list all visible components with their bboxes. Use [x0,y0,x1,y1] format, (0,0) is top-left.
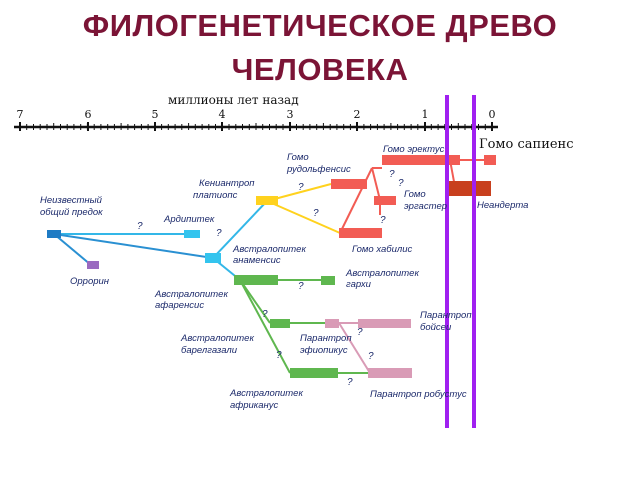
question-mark: ? [380,215,386,226]
early-branches [53,200,268,281]
orrorin-label: Оррорин [70,276,110,287]
au-africanus-bar [290,368,338,378]
homo-ergaster-bar [374,196,396,205]
question-mark: ? [298,281,304,292]
axis-tick-labels: 7 6 5 4 3 2 1 0 [17,108,496,121]
au-anamensis-bar [205,253,221,263]
homo-rudolfensis-bar [331,179,367,189]
taxa-bars [47,155,496,378]
question-mark: ? [347,377,353,388]
homo-sapiens-label: Гомо сапиенс [479,137,574,152]
au-afarensis-bar [234,275,278,285]
neanderthal-bar [448,181,491,196]
kenyanthropus-bar [256,196,278,205]
tick-label: 3 [287,108,294,121]
par-robustus-label: Парантроп робустус [370,389,467,400]
homo-sapiens-bar [484,155,496,165]
tick-label: 4 [219,108,226,121]
par-aethiopicus-label: Парантроп эфиопикус [300,333,354,356]
axis-label: миллионы лет назад [168,93,299,107]
au-bahrelghazali-bar [270,319,290,328]
tick-label: 7 [17,108,24,121]
au-africanus-label: Австралопитек африканус [229,388,306,411]
question-mark: ? [276,350,282,361]
branch-line [212,200,268,259]
par-boisei-label: Парантроп бойсеи [420,310,474,333]
tick-label: 2 [354,108,361,121]
unknown-ancestor-label: Неизвестный общий предок [40,195,105,218]
homo-erectus-label: Гомо эректус [383,144,445,155]
paranthropus-branches [338,322,371,374]
au-bahrelghazali-label: Австралопитек барелгазали [180,333,257,356]
ardipithecus-label: Ардипитек [163,214,215,225]
question-mark: ? [368,351,374,362]
ardipithecus-bar [184,230,200,238]
question-mark: ? [357,327,363,338]
au-afarensis-label: Австралопитек афаренсис [154,289,231,311]
par-boisei-bar [358,319,411,328]
question-mark: ? [137,221,143,232]
homo-habilis-bar [339,228,382,238]
orrorin-bar [87,261,99,269]
homo-rudolfensis-label: Гомо рудольфенсис [286,152,351,175]
question-mark: ? [389,169,395,180]
question-mark: ? [298,182,304,193]
australopithecus-branches [239,279,370,374]
time-axis [14,122,498,131]
branch-line [53,233,214,259]
kenyanthropus-label: Кениантроп платиопс [193,178,257,201]
question-marks: ? ? ? ? ? ? ? ? ? ? ? ? ? [137,169,404,388]
unknown-ancestor-bar [47,230,61,238]
tick-label: 0 [489,108,496,121]
au-garhi-bar [321,276,335,285]
question-mark: ? [313,208,319,219]
neanderthal-label: Неандерта [477,200,528,211]
par-aethiopicus-bar [325,319,339,328]
au-garhi-label: Австралопитек гархи [345,268,422,290]
question-mark: ? [216,228,222,239]
question-mark: ? [398,178,404,189]
tick-label: 6 [85,108,92,121]
tick-label: 5 [152,108,159,121]
homo-habilis-label: Гомо хабилис [352,244,413,255]
page-title-line-2: ЧЕЛОВЕКА [231,52,409,87]
homo-ergaster-label: Гомо эргастер [404,189,447,212]
branch-line [53,233,92,266]
tick-label: 1 [422,108,429,121]
homo-erectus-bar [382,155,460,165]
page-title-line-1: ФИЛОГЕНЕТИЧЕСКОЕ ДРЕВО [82,8,558,43]
time-marker-lines [445,95,476,428]
au-anamensis-label: Австралопитек анаменсис [232,244,309,266]
par-robustus-bar [368,368,412,378]
question-mark: ? [262,309,268,320]
